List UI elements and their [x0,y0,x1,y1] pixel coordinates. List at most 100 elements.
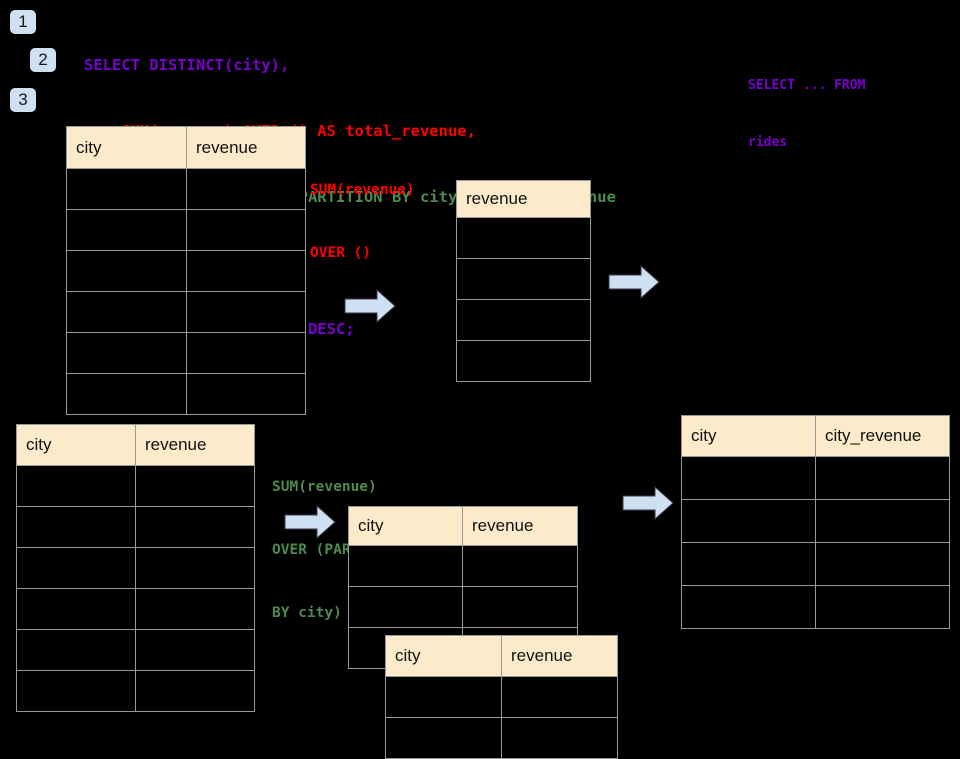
cell-revenue [186,291,306,333]
table-row [681,585,950,629]
step-badge-2: 2 [30,48,56,72]
table-row [385,676,618,718]
side-note-line-2: rides [748,135,788,150]
step-badge-1: 1 [10,10,36,34]
column-header-city-revenue: city_revenue [815,415,950,457]
cell-city [66,168,187,210]
table-header-row: city revenue [385,635,618,677]
table-row [16,588,255,630]
cell-revenue [186,250,306,292]
cell-city-revenue [815,499,950,543]
column-header-revenue: revenue [501,635,618,677]
cell-city [681,499,816,543]
cell-revenue [135,506,255,548]
final-result-table: city city_revenue [681,415,950,629]
cell-revenue [135,547,255,589]
step-badge-3: 3 [10,88,36,112]
table-row [16,670,255,712]
column-header-city: city [348,506,463,546]
arrow-top-left-to-revenue [344,288,396,324]
cell-revenue [456,258,591,300]
table-header-row: city city_revenue [681,415,950,457]
cell-city [66,291,187,333]
arrow-revenue-to-result [608,264,660,300]
cell-city [66,332,187,374]
annotation-sum-over-empty: SUM(revenue) OVER () [310,138,415,306]
column-header-revenue: revenue [186,126,306,169]
total-revenue-table: revenue [456,180,591,382]
table-row [66,209,306,251]
cell-revenue [186,373,306,415]
cell-city [681,585,816,629]
table-row [66,291,306,333]
cell-city [66,209,187,251]
side-note-select-from-rides: SELECT ... FROM rides [748,38,865,190]
table-row [456,299,591,341]
side-note-line-1: SELECT ... FROM [748,78,866,93]
table-row [348,545,578,587]
cell-city [16,670,136,712]
cell-city [66,373,187,415]
sql-line-select: SELECT DISTINCT(city), [84,56,290,74]
arrow-partition-to-result [622,485,674,521]
cell-city [16,588,136,630]
cell-revenue [135,670,255,712]
table-row [456,340,591,382]
column-header-city: city [16,424,136,466]
arrow-bottom-left-to-partition [284,504,336,540]
cell-revenue [135,629,255,671]
table-row [66,332,306,374]
table-row [348,586,578,628]
table-row [66,168,306,210]
cell-city [385,717,502,759]
table-row [16,547,255,589]
column-header-city: city [66,126,187,169]
table-row [16,465,255,507]
cell-revenue [501,717,618,759]
cell-city [16,547,136,589]
cell-revenue [135,465,255,507]
table-row [16,629,255,671]
rides-source-table-bottom: city revenue [16,424,255,712]
cell-revenue [186,332,306,374]
cell-city [16,629,136,671]
annotation-sum-over-empty-line-2: OVER () [310,245,372,261]
column-header-revenue: revenue [462,506,578,546]
rides-source-table-top: city revenue [66,126,306,415]
table-header-row: city revenue [348,506,578,546]
cell-city [681,456,816,500]
cell-revenue [501,676,618,718]
cell-revenue [186,209,306,251]
partition-group-table-front: city revenue [385,635,618,759]
table-row [681,499,950,543]
column-header-revenue: revenue [456,180,591,218]
table-row [66,250,306,292]
table-row [681,456,950,500]
table-header-row: city revenue [66,126,306,169]
cell-city [66,250,187,292]
cell-revenue [456,340,591,382]
cell-revenue [456,299,591,341]
table-row [456,217,591,259]
cell-city [16,465,136,507]
cell-city [681,542,816,586]
cell-city [16,506,136,548]
cell-revenue [135,588,255,630]
cell-revenue [462,586,578,628]
table-row [16,506,255,548]
table-header-row: city revenue [16,424,255,466]
table-row [385,717,618,759]
cell-city [348,586,463,628]
cell-city [385,676,502,718]
diagram-canvas: 1 2 3 SELECT DISTINCT(city), SUM(revenue… [10,10,950,759]
column-header-revenue: revenue [135,424,255,466]
table-header-row: revenue [456,180,591,218]
cell-revenue [186,168,306,210]
annotation-sum-over-partition-line-1: SUM(revenue) [272,479,377,495]
column-header-city: city [681,415,816,457]
column-header-city: city [385,635,502,677]
cell-city [348,545,463,587]
cell-city-revenue [815,585,950,629]
cell-revenue [456,217,591,259]
annotation-sum-over-partition-line-3: BY city) [272,605,342,621]
